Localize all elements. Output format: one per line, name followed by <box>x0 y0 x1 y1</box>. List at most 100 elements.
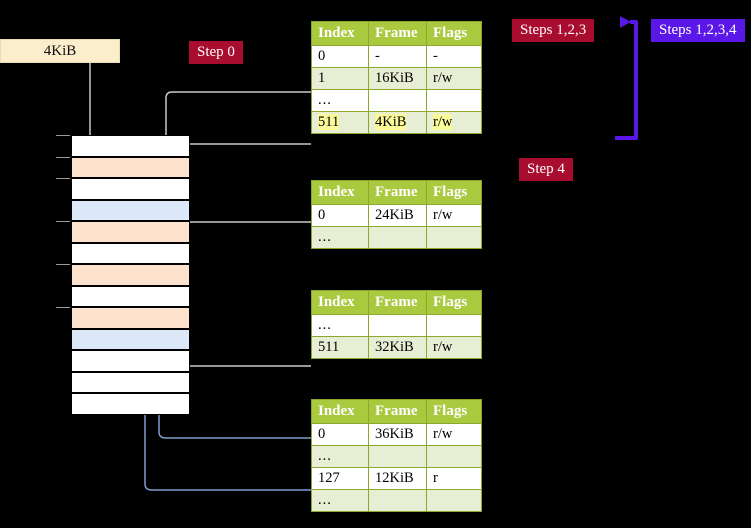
cell-frame: 36KiB <box>375 426 414 442</box>
table-cell-index: 511 <box>311 111 369 134</box>
cell-flags: r/w <box>433 114 453 130</box>
memory-frame-row <box>71 221 190 243</box>
table-cell-flags: - <box>426 45 482 68</box>
badge-step-0: Step 0 <box>189 41 243 64</box>
table-cell-frame: 12KiB <box>368 467 427 490</box>
column-header-index: Index <box>311 290 369 315</box>
cell-index: ... <box>318 92 332 108</box>
wire-pdpt-row0-to-memory <box>178 221 311 252</box>
memory-frame-row <box>71 371 190 394</box>
table-cell-index: 0 <box>311 204 369 227</box>
table-cell-flags: r/w <box>426 204 482 227</box>
column-header-index: Index <box>311 399 369 424</box>
badge-step-4: Step 4 <box>519 158 573 181</box>
table-cell-frame <box>368 226 427 249</box>
cell-flags: r/w <box>433 339 453 355</box>
column-header-index: Index <box>311 180 369 205</box>
badge-steps-1234-label: Steps 1,2,3,4 <box>659 22 737 38</box>
memory-frame-row <box>71 393 190 415</box>
memory-frame-tick <box>56 178 70 180</box>
memory-frame-tick <box>56 156 70 158</box>
table-row: 1 16KiB r/w <box>311 67 482 90</box>
table-cell-flags: r/w <box>426 423 482 446</box>
memory-frame-row <box>71 350 190 372</box>
memory-frame-row <box>71 178 190 200</box>
wire-pml4-row1-to-memory <box>165 91 311 164</box>
table-cell-frame: - <box>368 45 427 68</box>
cell-flags: r/w <box>433 426 453 442</box>
memory-frame-row <box>71 307 190 329</box>
table-cell-frame <box>368 314 427 337</box>
table-row: 127 12KiB r <box>311 467 482 490</box>
table-cell-flags: r <box>426 467 482 490</box>
wire-pt-row127-to-memory <box>144 203 311 491</box>
memory-frame-row <box>71 328 190 351</box>
badge-steps-123-label: Steps 1,2,3 <box>520 22 587 38</box>
wire-pt-row0-to-memory <box>158 327 311 439</box>
column-header-frame: Frame <box>368 21 427 46</box>
wire-pd-row511-to-memory <box>178 308 311 367</box>
table-cell-frame: 36KiB <box>368 423 427 446</box>
table-cell-frame: 16KiB <box>368 67 427 90</box>
cell-index: ... <box>318 448 332 464</box>
table-cell-index: 0 <box>311 45 369 68</box>
column-header-flags: Flags <box>426 290 482 315</box>
table-cell-index: 127 <box>311 467 369 490</box>
column-header-index: Index <box>311 21 369 46</box>
cell-frame: 4KiB <box>375 114 407 130</box>
cell-index: 0 <box>318 48 326 64</box>
memory-frame-row <box>71 156 190 179</box>
memory-frame-row <box>71 242 190 265</box>
table-row: ... <box>311 314 482 337</box>
table-row: 511 4KiB r/w <box>311 111 482 134</box>
cell-flags: r/w <box>433 207 453 223</box>
table-row: ... <box>311 89 482 112</box>
table-cell-index: 511 <box>311 336 369 359</box>
size-box-4kib: 4KiB <box>0 39 120 63</box>
size-box-label: 4KiB <box>43 43 77 59</box>
cell-frame: 16KiB <box>375 70 414 86</box>
cell-index: ... <box>318 317 332 333</box>
memory-frame-row <box>71 285 190 308</box>
bracket-steps-1234 <box>615 16 638 140</box>
badge-step-4-label: Step 4 <box>527 161 565 177</box>
badge-step-0-label: Step 0 <box>197 44 235 60</box>
column-header-frame: Frame <box>368 180 427 205</box>
table-cell-index: ... <box>311 489 369 512</box>
memory-frame-tick <box>56 135 70 136</box>
table-cell-flags <box>426 489 482 512</box>
table-cell-index: 0 <box>311 423 369 446</box>
table-cell-flags <box>426 314 482 337</box>
cell-index: 1 <box>318 70 326 86</box>
table-row: 0 24KiB r/w <box>311 204 482 227</box>
badge-steps-123: Steps 1,2,3 <box>512 19 595 42</box>
physical-memory-column <box>56 135 190 415</box>
column-header-flags: Flags <box>426 180 482 205</box>
table-cell-flags <box>426 445 482 468</box>
cell-flags: r/w <box>433 70 453 86</box>
table-cell-frame: 24KiB <box>368 204 427 227</box>
cell-index: 511 <box>318 339 340 355</box>
column-header-flags: Flags <box>426 399 482 424</box>
cell-frame: 12KiB <box>375 470 414 486</box>
memory-frame-row <box>71 135 190 157</box>
table-cell-frame <box>368 89 427 112</box>
column-header-flags: Flags <box>426 21 482 46</box>
table-row: ... <box>311 226 482 249</box>
table-cell-index: ... <box>311 314 369 337</box>
cell-index: ... <box>318 229 332 245</box>
column-header-frame: Frame <box>368 290 427 315</box>
table-cell-frame <box>368 445 427 468</box>
table-cell-frame <box>368 489 427 512</box>
cell-flags: - <box>433 48 438 64</box>
memory-frame-tick <box>56 221 70 223</box>
cell-index: 0 <box>318 207 326 223</box>
memory-frame-row <box>71 264 190 286</box>
